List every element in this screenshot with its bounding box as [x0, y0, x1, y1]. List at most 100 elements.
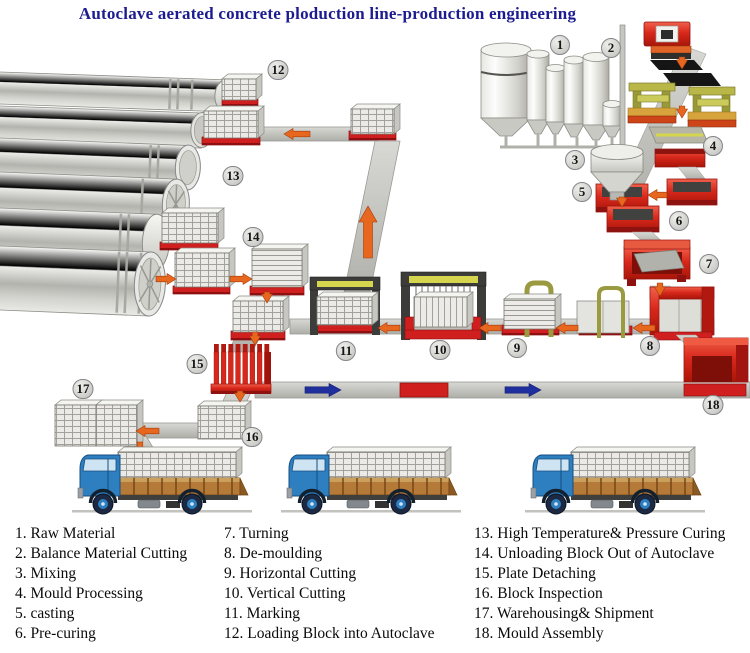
- legend-item: 13. High Temperature& Pressure Curing: [474, 525, 726, 542]
- legend: 1. Raw Material 2. Balance Material Cutti…: [0, 524, 750, 652]
- mould-transfer-box: [654, 148, 706, 168]
- station-badge-13: 13: [222, 166, 244, 186]
- station-badge-2: 2: [601, 38, 621, 58]
- flow-arrow-blue: [504, 382, 542, 398]
- legend-item: 2. Balance Material Cutting: [15, 544, 188, 562]
- legend-item: 17. Warehousing& Shipment: [474, 604, 654, 622]
- flow-arrow-orange: [478, 321, 502, 335]
- page-title: Autoclave aerated concrete ploduction li…: [78, 4, 577, 23]
- mould-shuttle-box: [666, 178, 718, 206]
- pre-curing-machine: [606, 205, 660, 233]
- cut-block-horizontal: [503, 293, 562, 330]
- legend-item: 4. Mould Processing: [15, 584, 143, 602]
- crane-machine: [643, 21, 692, 59]
- silo: [545, 64, 566, 135]
- turning-machine: [623, 239, 691, 286]
- legend-column-3: 13. High Temperature& Pressure Curing 14.…: [474, 524, 725, 643]
- base-plate: [663, 73, 721, 86]
- station-badge-3: 3: [565, 150, 585, 170]
- legend-item: 9. Horizontal Cutting: [224, 564, 357, 582]
- transfer-band: [677, 166, 707, 181]
- station-badge-14: 14: [242, 227, 264, 247]
- concrete-block: [95, 399, 144, 447]
- station-badge-10: 10: [429, 340, 451, 360]
- legend-column-1: 1. Raw Material 2. Balance Material Cutti…: [15, 524, 187, 643]
- legend-item: 10. Vertical Cutting: [224, 584, 346, 602]
- station-badge-12: 12: [267, 60, 289, 80]
- station-badge-8: 8: [640, 336, 660, 356]
- legend-item: 8. De-moulding: [224, 544, 323, 562]
- legend-item: 12. Loading Block into Autoclave: [224, 624, 435, 642]
- truck-cargo-blocks: [326, 446, 452, 479]
- concrete-block: [350, 103, 401, 135]
- station-badge-5: 5: [572, 182, 592, 202]
- truck-window: [535, 458, 570, 472]
- truck-cargo-blocks: [570, 446, 696, 479]
- flow-arrow-orange: [675, 56, 689, 70]
- flow-arrow-orange: [283, 127, 311, 141]
- unloaded-block: [251, 243, 309, 288]
- concrete-block: [161, 207, 225, 244]
- returning-plate: [399, 382, 449, 398]
- station-badge-1: 1: [550, 35, 570, 55]
- mixer: [590, 144, 644, 201]
- flow-arrow-orange: [233, 390, 247, 403]
- legend-item: 3. Mixing: [15, 564, 77, 582]
- flow-arrow-orange: [675, 105, 689, 119]
- concrete-block: [54, 399, 103, 447]
- material-feed-pole: [619, 24, 626, 152]
- legend-item: 14. Unloading Block Out of Autoclave: [474, 544, 715, 562]
- legend-item: 5. casting: [15, 604, 75, 622]
- concrete-block: [316, 291, 379, 326]
- vertical-cutting-station: [400, 271, 487, 340]
- base-plate: [650, 60, 703, 70]
- flow-arrow-orange: [647, 188, 668, 202]
- flow-arrow-blue: [304, 382, 342, 398]
- mould-platform: [648, 126, 709, 144]
- station-badge-9: 9: [507, 338, 527, 358]
- station-badge-16: 16: [241, 427, 263, 447]
- truck: [525, 446, 705, 515]
- station-badge-11: 11: [335, 341, 357, 361]
- diagram-canvas: [0, 21, 750, 515]
- station-badge-7: 7: [699, 254, 719, 274]
- legend-column-2: 7. Turning 8. De-moulding 9. Horizontal Cu…: [224, 524, 435, 643]
- flow-arrow-orange: [358, 205, 378, 259]
- silo: [563, 55, 585, 138]
- station-badge-6: 6: [669, 211, 689, 231]
- weigh-hopper: [602, 100, 622, 138]
- flow-arrow-orange: [229, 272, 253, 286]
- legend-item: 18. Mould Assembly: [474, 624, 604, 642]
- flow-arrow-orange: [615, 196, 629, 208]
- autoclave-cylinder: [0, 71, 238, 113]
- demould-transfer-station: [576, 286, 630, 338]
- legend-item: 6. Pre-curing: [15, 624, 96, 642]
- truck-cargo-blocks: [117, 446, 243, 479]
- flow-arrow-orange: [135, 424, 160, 438]
- truck-window: [82, 458, 117, 472]
- station-badge-15: 15: [186, 354, 208, 374]
- legend-item: 16. Block Inspection: [474, 584, 603, 602]
- mould-assembly-machine: [683, 337, 749, 397]
- autoclaves: [0, 71, 238, 317]
- silo: [479, 42, 533, 137]
- station-badge-4: 4: [703, 136, 723, 156]
- autoclave-door: [174, 144, 201, 191]
- station-badge-18: 18: [702, 395, 724, 415]
- legend-item: 7. Turning: [224, 525, 289, 542]
- flow-arrow-orange: [653, 282, 667, 297]
- station-badge-17: 17: [72, 379, 94, 399]
- horizontal-cutting-frame: [524, 280, 554, 337]
- flow-arrow-orange: [155, 272, 177, 286]
- flow-arrow-orange: [377, 321, 401, 335]
- legend-item: 1. Raw Material: [15, 525, 116, 542]
- flow-arrow-orange: [632, 321, 656, 335]
- concrete-block: [203, 105, 265, 139]
- flow-arrow-orange: [248, 331, 262, 346]
- truck: [281, 446, 461, 515]
- flow-arrow-orange: [260, 291, 274, 304]
- legend-item: 11. Marking: [224, 604, 301, 622]
- concrete-block: [221, 73, 263, 101]
